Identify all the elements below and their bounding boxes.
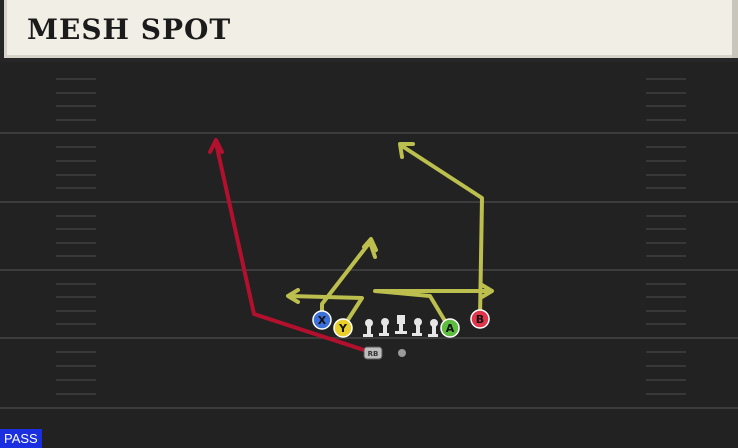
player-b-label: B (476, 313, 484, 326)
rb-marker: RB (363, 346, 383, 360)
offensive-line (363, 315, 438, 337)
rb-label: RB (368, 350, 379, 358)
yard-lines (0, 132, 738, 409)
lineman-left-tackle (363, 319, 373, 337)
lineman-left-guard (379, 318, 389, 336)
hash-marks-right (646, 78, 686, 395)
player-y-label: Y (338, 322, 348, 335)
player-x: X (312, 310, 332, 330)
b-route (400, 144, 484, 320)
x-route-head (362, 237, 378, 252)
player-a-label: A (446, 322, 455, 335)
rb-route (208, 138, 372, 354)
receiver-routes (286, 142, 494, 328)
play-title: MESH SPOT (27, 13, 232, 46)
y-route-head (286, 288, 300, 304)
lineman-center (395, 315, 407, 334)
play-type-badge: PASS (0, 429, 42, 448)
player-x-label: X (318, 314, 327, 327)
a-route (373, 289, 492, 328)
play-diagram-field: RB X Y A B (0, 62, 738, 448)
header-edge (732, 0, 738, 58)
y-route (288, 294, 364, 328)
lineman-right-guard (412, 318, 422, 336)
quarterback-marker (398, 349, 406, 357)
hash-marks-left (56, 78, 96, 395)
b-route-head (398, 142, 415, 159)
a-route-head (480, 283, 494, 299)
player-y: Y (333, 318, 353, 338)
lineman-right-tackle (428, 319, 438, 337)
play-title-card: MESH SPOT (4, 0, 738, 58)
player-b: B (470, 309, 490, 329)
x-route (320, 240, 377, 320)
player-a: A (440, 318, 460, 338)
play-header: MESH SPOT (0, 0, 738, 62)
play-diagram: RB X Y A B (0, 78, 738, 409)
